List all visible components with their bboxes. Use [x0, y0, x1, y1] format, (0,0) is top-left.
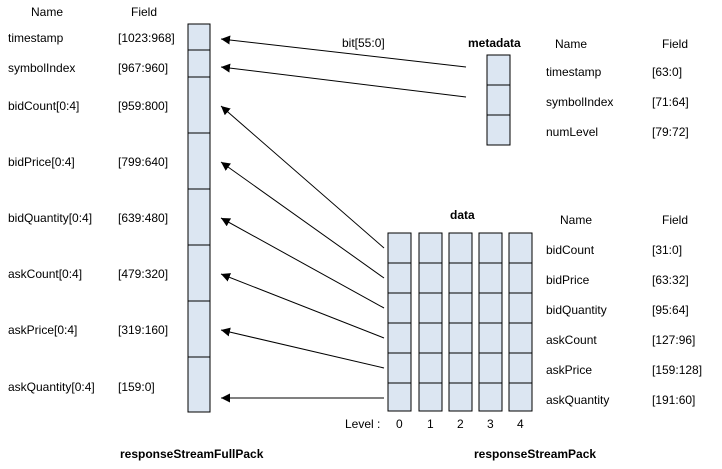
metadata-row-field: [79:72]: [652, 125, 689, 139]
metadata-field-header: Field: [662, 37, 688, 51]
bidcount-arrow: [220, 105, 385, 249]
data-row-field: [191:60]: [652, 393, 695, 407]
data-row-name: bidCount: [546, 243, 595, 257]
data-level-number: 2: [457, 417, 464, 431]
full-pack-row-name: timestamp: [8, 31, 64, 45]
metadata-row-name: symbolIndex: [546, 95, 613, 109]
metadata-name-header: Name: [555, 37, 587, 51]
data-field-header: Field: [662, 213, 688, 227]
data-row-name: bidPrice: [546, 273, 590, 287]
data-level-column: [448, 232, 473, 412]
metadata-arrow-label: bit[55:0]: [342, 36, 385, 50]
full-pack-row-field: [159:0]: [118, 380, 155, 394]
full-pack-row-field: [479:320]: [118, 267, 168, 281]
data-title: data: [450, 208, 475, 222]
full-pack-row-name: askCount[0:4]: [8, 267, 82, 281]
bidprice-arrow: [220, 161, 385, 279]
full-pack-panel: Name Field timestamp [1023:968] symbolIn…: [8, 5, 264, 461]
data-level-column: [508, 232, 533, 412]
metadata-row-field: [63:0]: [652, 65, 682, 79]
askprice-arrow: [220, 327, 385, 369]
data-row-field: [159:128]: [652, 363, 702, 377]
metadata-row-field: [71:64]: [652, 95, 689, 109]
data-row-field: [31:0]: [652, 243, 682, 257]
metadata-row-name: timestamp: [546, 65, 602, 79]
data-level-column: [387, 232, 412, 412]
full-pack-row-name: bidQuantity[0:4]: [8, 211, 92, 225]
full-pack-row-name: bidCount[0:4]: [8, 99, 79, 113]
full-pack-row-field: [967:960]: [118, 61, 168, 75]
full-pack-caption: responseStreamFullPack: [120, 447, 264, 461]
data-level-number: 4: [517, 417, 524, 431]
metadata-column: [486, 54, 511, 146]
data-row-name: askPrice: [546, 363, 592, 377]
metadata-panel: metadata bit[55:0] Name Field timestamp …: [342, 36, 689, 146]
data-row-name: bidQuantity: [546, 303, 607, 317]
full-pack-row-field: [639:480]: [118, 211, 168, 225]
data-row-field: [95:64]: [652, 303, 689, 317]
full-pack-name-header: Name: [31, 5, 63, 19]
data-name-header: Name: [560, 213, 592, 227]
data-level-label: Level :: [345, 417, 380, 431]
data-level-number: 3: [487, 417, 494, 431]
data-level-column: [478, 232, 503, 412]
data-row-name: askCount: [546, 333, 597, 347]
full-pack-row-name: bidPrice[0:4]: [8, 155, 75, 169]
metadata-title: metadata: [468, 36, 521, 50]
data-panel: data: [345, 208, 702, 461]
full-pack-row-name: askQuantity[0:4]: [8, 380, 95, 394]
full-pack-row-field: [319:160]: [118, 323, 168, 337]
data-level-number: 0: [396, 417, 403, 431]
bidquantity-arrow: [220, 217, 385, 309]
data-level-number: 1: [427, 417, 434, 431]
data-caption: responseStreamPack: [474, 447, 596, 461]
data-row-name: askQuantity: [546, 393, 609, 407]
full-pack-column: [187, 23, 211, 413]
askcount-arrow: [220, 273, 385, 339]
full-pack-field-header: Field: [131, 5, 157, 19]
full-pack-row-name: askPrice[0:4]: [8, 323, 77, 337]
metadata-row-name: numLevel: [546, 125, 598, 139]
metadata-timestamp-arrow: [220, 35, 467, 68]
mapping-arrows: [220, 35, 467, 403]
data-level-column: [418, 232, 443, 412]
data-row-field: [63:32]: [652, 273, 689, 287]
full-pack-row-field: [959:800]: [118, 99, 168, 113]
metadata-symbolindex-arrow: [220, 63, 467, 98]
full-pack-row-field: [799:640]: [118, 155, 168, 169]
full-pack-row-field: [1023:968]: [118, 31, 175, 45]
full-pack-row-name: symbolIndex: [8, 61, 75, 75]
data-row-field: [127:96]: [652, 333, 695, 347]
